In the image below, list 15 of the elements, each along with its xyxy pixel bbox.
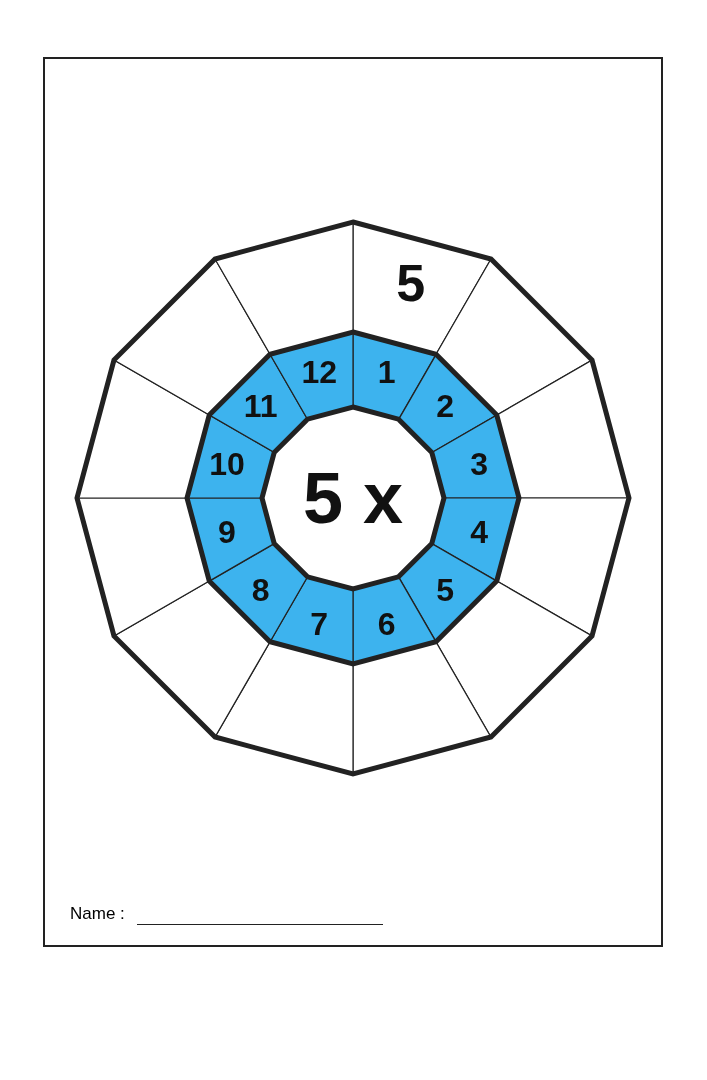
number-text: 12 [301, 355, 337, 388]
number-text: 9 [218, 515, 236, 548]
number-text: 10 [209, 448, 245, 481]
number-text: 8 [251, 574, 270, 607]
number-text: 3 [470, 448, 488, 481]
number-text: 2 [436, 389, 455, 422]
field-label: Name : [70, 904, 125, 924]
number-text: 11 [243, 389, 278, 422]
number-text: 7 [310, 608, 329, 641]
number-text: 1 [377, 355, 396, 388]
number-text: 5 [436, 574, 455, 607]
number-text: 5 [396, 256, 426, 309]
multiplier-text: 5 x [302, 462, 404, 534]
number-text: 4 [470, 515, 488, 548]
number-text: 6 [377, 608, 396, 641]
